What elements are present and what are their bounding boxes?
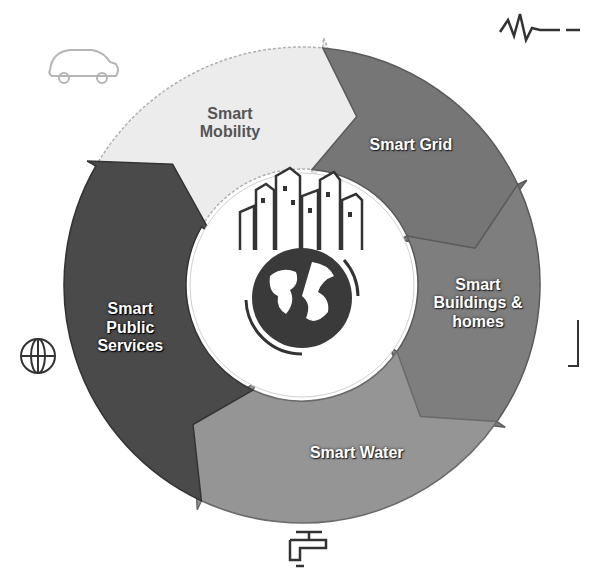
city-skyline: [240, 168, 362, 250]
cycle-arrow: [246, 260, 358, 354]
segment-label: Smart Water: [310, 444, 404, 462]
car-wheel: [97, 73, 107, 83]
car-wheel: [59, 73, 69, 83]
segment-label: Smart Mobility: [182, 105, 278, 142]
car-icon: [49, 50, 118, 76]
segment-label: Smart Public Services: [82, 300, 178, 355]
segment-label: Smart Grid: [370, 136, 453, 154]
faucet-icon: [290, 532, 326, 566]
globe-icon: [21, 339, 55, 373]
bracket-icon: [568, 320, 578, 366]
segment-label: Smart Buildings & homes: [430, 276, 526, 331]
wave-icon: [500, 14, 580, 40]
earth-continents: [270, 262, 334, 321]
earth-globe: [252, 248, 352, 348]
